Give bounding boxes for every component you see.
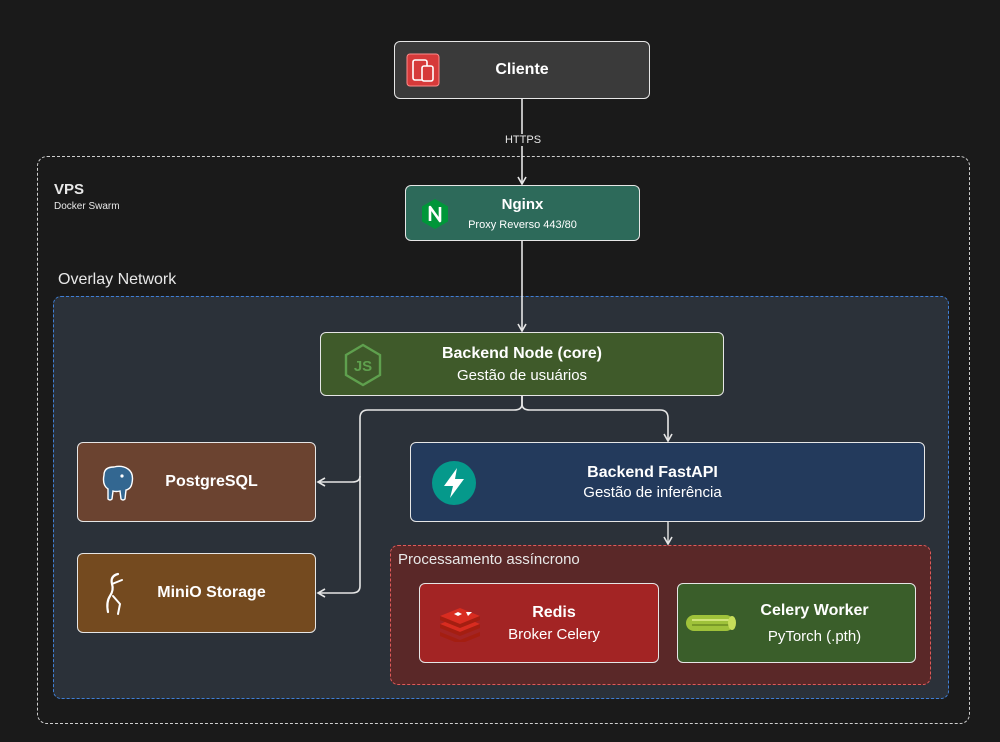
nginx-logo-icon [422,199,448,229]
postgres-title: PostgreSQL [165,473,258,490]
edge-backend-node-postgres [316,396,523,487]
redis-stack-icon [440,608,480,642]
celery-node[interactable]: Celery Worker PyTorch (.pth) [677,583,916,663]
devices-icon [406,53,440,87]
vps-group [37,156,970,724]
fastapi-bolt-icon [432,461,476,505]
backend-node-node[interactable]: JS Backend Node (core) Gestão de usuário… [320,332,724,396]
postgresql-elephant-icon [102,465,134,501]
redis-node[interactable]: Redis Broker Celery [419,583,659,663]
nginx-subtitle: Proxy Reverso 443/80 [468,218,577,231]
fastapi-title: Backend FastAPI [587,463,718,481]
redis-title: Redis [532,603,576,621]
client-node[interactable]: Cliente [394,41,650,99]
celery-stalk-icon [686,615,736,631]
svg-text:JS: JS [354,358,372,375]
celery-subtitle: PyTorch (.pth) [767,627,862,645]
edge-label-https: HTTPS [498,134,548,146]
minio-title: MiniO Storage [157,584,266,601]
fastapi-subtitle: Gestão de inferência [583,483,722,501]
edge-backend-node-minio [316,476,361,598]
async-title: Processamento assíncrono [398,551,580,568]
redis-subtitle: Broker Celery [508,625,600,643]
minio-bird-icon [106,572,123,615]
edge-backend-node-fastapi [521,396,673,443]
backend-node-title: Backend Node (core) [441,344,603,362]
postgres-node[interactable]: PostgreSQL [77,442,316,522]
minio-node[interactable]: MiniO Storage [77,553,316,633]
nginx-node[interactable]: Nginx Proxy Reverso 443/80 [405,185,640,241]
overlay-title: Overlay Network [58,271,177,288]
vps-subtitle: Docker Swarm [54,201,120,212]
celery-title: Celery Worker [760,601,869,619]
nginx-title: Nginx [501,195,544,213]
vps-title: VPS [54,181,85,198]
client-title: Cliente [495,61,549,78]
fastapi-node[interactable]: Backend FastAPI Gestão de inferência [410,442,925,522]
backend-node-subtitle: Gestão de usuários [456,366,588,384]
nodejs-logo-icon: JS [344,343,382,387]
